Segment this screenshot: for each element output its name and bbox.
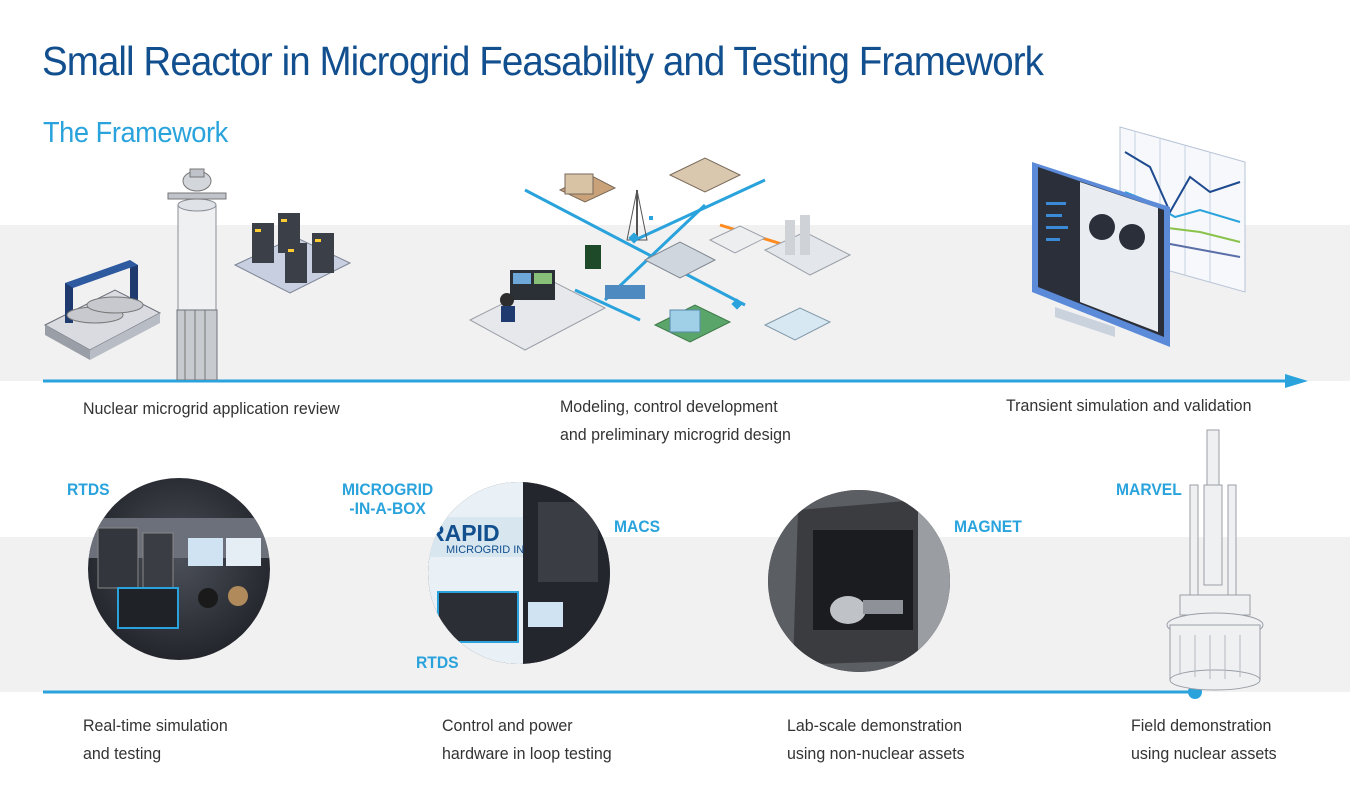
label-microgrid-in-a-box: MICROGRID -IN-A-BOX: [342, 480, 434, 518]
label-macs: MACS: [614, 517, 661, 536]
magnet-lab-scene: [768, 490, 950, 672]
microgrid-in-a-box-photo: RAPID MICROGRID IN: [428, 482, 610, 664]
bottom-timeline: [43, 685, 1202, 699]
page-title: Small Reactor in Microgrid Feasability a…: [42, 38, 1044, 84]
rtds-lab-photo: [88, 478, 270, 660]
marvel-reactor-illustration: [1166, 429, 1264, 691]
rapid-banner-subtitle: MICROGRID IN: [446, 544, 525, 556]
stage-caption-field-demo: Field demonstration using nuclear assets: [1131, 716, 1277, 763]
microgrid-network-illustration: [468, 157, 852, 351]
stage-caption-hardware-in-loop: Control and power hardware in loop testi…: [442, 716, 612, 763]
label-magnet: MAGNET: [954, 517, 1022, 536]
framework-subtitle: The Framework: [43, 117, 228, 149]
stage-caption-lab-scale-demo: Lab-scale demonstration using non-nuclea…: [787, 716, 965, 763]
magnet-lab-photo: [768, 490, 950, 672]
microgrid-box-scene: [428, 482, 610, 664]
rtds-lab-scene: [88, 518, 270, 629]
stage-caption-application-review: Nuclear microgrid application review: [83, 399, 340, 418]
reactor-equipment-illustration: [43, 168, 352, 380]
simulation-monitor-illustration: [1032, 126, 1246, 347]
stage-caption-transient-simulation: Transient simulation and validation: [1006, 396, 1252, 415]
label-marvel: MARVEL: [1116, 480, 1182, 499]
stage-caption-modeling: Modeling, control development and prelim…: [560, 397, 791, 444]
stage-caption-real-time-simulation: Real-time simulation and testing: [83, 716, 228, 763]
label-rtds: RTDS: [67, 480, 110, 499]
rapid-banner-title: RAPID: [428, 520, 500, 546]
label-rtds-2: RTDS: [416, 653, 459, 672]
top-timeline-arrow: [43, 374, 1308, 388]
